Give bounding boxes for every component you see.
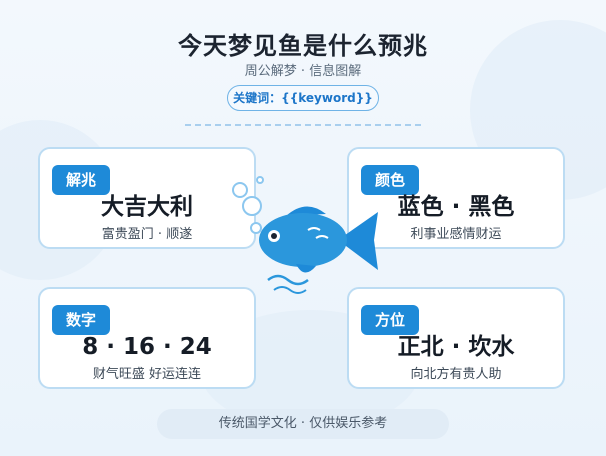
dashed-divider xyxy=(185,124,421,126)
card-main-text: 正北 · 坎水 xyxy=(397,334,515,360)
card-sub-text: 向北方有贵人助 xyxy=(410,367,502,382)
card-sub-text: 财气旺盛 好运连连 xyxy=(92,367,202,382)
card-main-text: 蓝色 · 黑色 xyxy=(397,194,515,220)
card-direction: 方位 正北 · 坎水 向北方有贵人助 xyxy=(347,287,565,389)
card-badge: 颜色 xyxy=(361,165,420,195)
card-main-text: 大吉大利 xyxy=(101,194,193,220)
card-badge: 数字 xyxy=(52,305,111,335)
card-sub-text: 利事业感情财运 xyxy=(410,227,502,242)
bubble-icon xyxy=(232,176,264,234)
card-badge: 解兆 xyxy=(52,165,111,195)
card-badge: 方位 xyxy=(361,305,420,335)
card-main-text: 8 · 16 · 24 xyxy=(82,334,212,360)
card-sub-text: 富贵盈门 · 顺遂 xyxy=(101,227,193,242)
page-subtitle: 周公解梦 · 信息图解 xyxy=(244,64,362,79)
fish-icon xyxy=(232,176,378,294)
footer-note: 传统国学文化 · 仅供娱乐参考 xyxy=(157,409,449,439)
page-title: 今天梦见鱼是什么预兆 xyxy=(178,32,428,60)
card-color: 颜色 蓝色 · 黑色 利事业感情财运 xyxy=(347,147,565,249)
card-number: 数字 8 · 16 · 24 财气旺盛 好运连连 xyxy=(38,287,256,389)
keyword-pill: 关键词：{{keyword}} xyxy=(227,85,379,111)
